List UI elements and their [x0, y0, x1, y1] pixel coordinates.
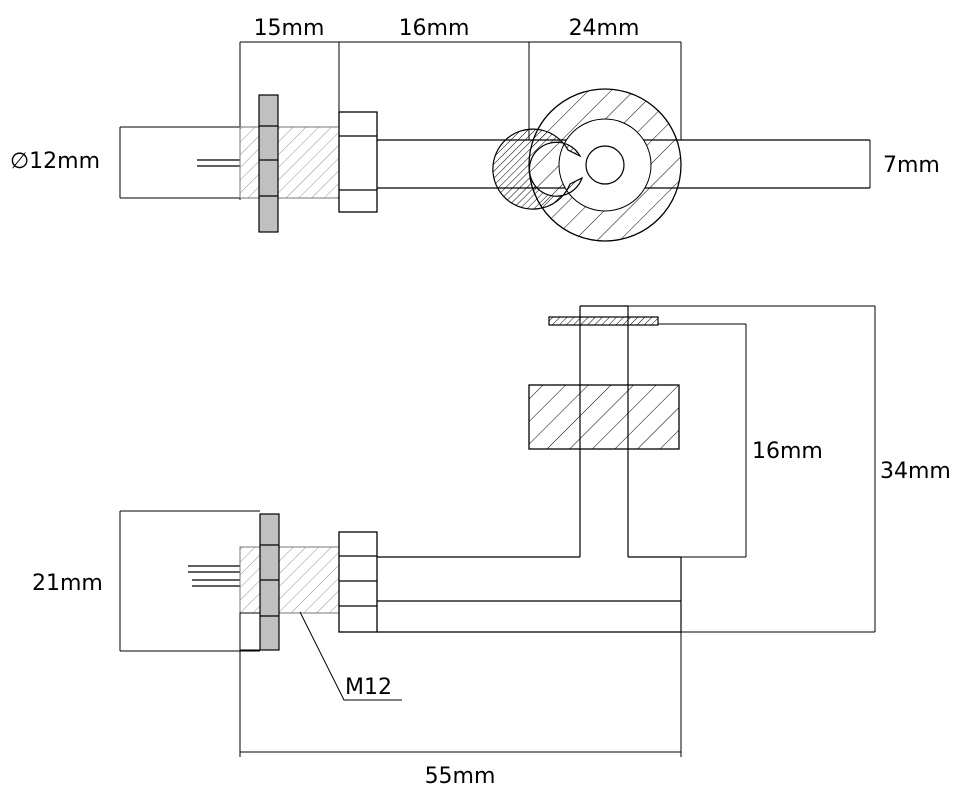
top-view: 15mm 16mm 24mm ∅12mm 7mm [10, 16, 940, 242]
hex-head [338, 111, 378, 213]
dim-7-label: 7mm [883, 153, 940, 178]
hex-head [338, 531, 378, 633]
dim-34-label: 34mm [880, 459, 951, 484]
dim-55-label: 55mm [425, 764, 496, 789]
dim-16-side-label: 16mm [752, 439, 823, 464]
stop-clip [548, 316, 659, 326]
side-view: 34mm 16mm 21mm [32, 305, 951, 789]
dim-15-label: 15mm [254, 16, 325, 41]
threaded-body [239, 126, 340, 199]
body-lower [239, 612, 261, 651]
dim-21-label: 21mm [32, 571, 103, 596]
nut [259, 513, 280, 651]
dim-16-top-label: 16mm [399, 16, 470, 41]
float [528, 384, 680, 450]
threaded-body [239, 546, 340, 614]
nut [258, 94, 279, 233]
dim-24-label: 24mm [569, 16, 640, 41]
thread-leader [299, 611, 402, 701]
inner-tube [585, 145, 625, 185]
dim-diameter-label: ∅12mm [10, 149, 100, 174]
thread-label: M12 [345, 675, 392, 700]
bore-outline [558, 118, 652, 212]
magnet-ring [492, 128, 584, 210]
